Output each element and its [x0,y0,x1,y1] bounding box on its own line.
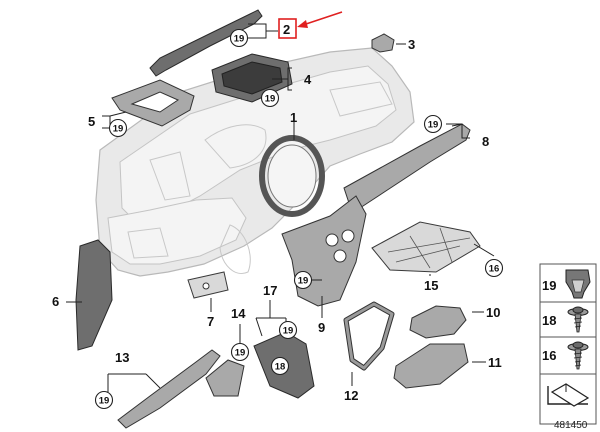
svg-text:16: 16 [489,264,500,275]
svg-text:19: 19 [428,120,439,131]
part-11-lower-cover [393,343,469,389]
ref-circle-2: 19 [229,28,249,48]
part-15-bracket [371,221,481,273]
attention-arrow [297,11,343,28]
clip-icon [565,269,591,299]
callout-7: 7 [207,314,214,329]
part-6-left-panel [75,239,113,351]
callout-5: 5 [88,114,95,129]
ref-circle-5: 19 [108,118,128,138]
callout-17: 17 [263,283,277,298]
ref-circle-9: 19 [293,270,313,290]
callout-labels: 2 3 4 5 1 8 6 7 9 15 10 11 12 13 14 17 [52,18,502,403]
ref-circle-8: 19 [423,114,443,134]
part-14-small-cover [205,359,245,397]
svg-text:19: 19 [113,124,124,135]
part-3-bracket [371,33,395,53]
callout-8: 8 [482,134,489,149]
ref-circle-14: 19 [230,342,250,362]
svg-text:19: 19 [234,34,245,45]
callout-14: 14 [231,306,246,321]
legend: 19 18 16 [539,263,597,425]
callout-4: 4 [304,72,312,87]
svg-text:19: 19 [265,94,276,105]
ref-circle-4: 19 [260,88,280,108]
figure-number: 481450 [554,420,588,431]
callout-6: 6 [52,294,59,309]
callout-12: 12 [344,388,358,403]
svg-text:19: 19 [298,276,309,287]
svg-text:19: 19 [283,326,294,337]
svg-text:18: 18 [275,362,286,373]
ref-circle-17: 19 [278,320,298,340]
callout-1: 1 [290,110,297,125]
ref-circle-18: 18 [270,356,290,376]
callout-13: 13 [115,350,129,365]
part-10-column-cover [409,305,467,339]
part-12-frame [343,301,395,371]
screw-icon [567,341,589,370]
part-1-instrument-ring [259,135,325,217]
callout-9: 9 [318,320,325,335]
kit-icon [547,383,590,407]
callout-2: 2 [283,22,290,37]
callout-15: 15 [424,278,438,293]
screw-icon [567,306,589,333]
callout-10: 10 [486,305,500,320]
ref-circle-13: 19 [94,390,114,410]
svg-text:19: 19 [99,396,110,407]
legend-label-0: 19 [542,278,556,293]
part-2-top-trim [149,9,263,77]
part-5-side-vent [111,79,195,127]
legend-label-1: 18 [542,313,556,328]
leader-lines [66,23,495,392]
part-7-plate [187,271,229,299]
svg-text:19: 19 [235,348,246,359]
callout-3: 3 [408,37,415,52]
legend-label-2: 16 [542,348,556,363]
ref-circle-16: 16 [484,258,504,278]
circle-refs: 19 19 19 19 19 16 19 19 [94,28,504,410]
callout-2-highlight-box [278,18,297,39]
part-13-lower-trim [117,349,221,429]
callout-11: 11 [488,355,502,370]
